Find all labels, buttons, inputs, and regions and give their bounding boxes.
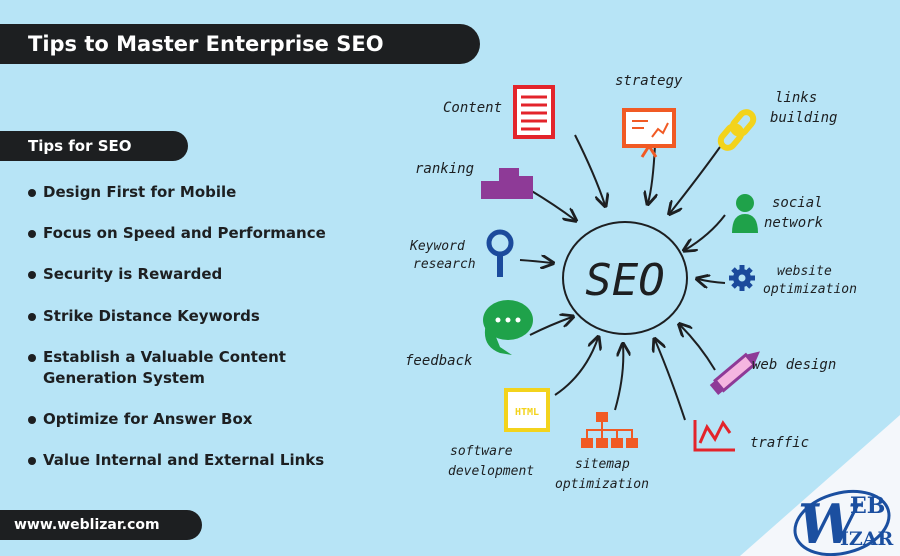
gear-icon [729,265,755,291]
label-keyword: Keyword research [409,239,476,272]
tip-text: Focus on Speed and Performance [43,224,326,242]
tips-header: Tips for SEO [0,131,188,161]
arrow-ranking [529,189,575,220]
page-title: Tips to Master Enterprise SEO [0,24,480,64]
label-feedback: feedback [405,353,473,369]
arrow-content [574,134,605,205]
arrow-sitemap [614,345,623,411]
label-ranking: ranking [415,161,474,177]
seo-circle [562,221,688,335]
person-icon [732,194,758,233]
tip-item: Value Internal and External Links [28,450,358,471]
logo-letter: W [798,492,864,556]
tip-text: Design First for Mobile [43,183,237,201]
tip-text: Strike Distance Keywords [43,307,260,325]
tip-text: Establish a Valuable Content [43,348,286,366]
logo-bottom-text: IZAR [840,528,893,550]
html-document-icon: HTML [504,388,550,432]
presentation-board-icon [622,108,676,158]
weblizar-logo: W EB IZAR [740,415,900,556]
traffic-chart-icon [693,420,735,452]
arrow-traffic [655,340,686,421]
tip-text: Value Internal and External Links [43,451,325,469]
label-content: Content [443,100,502,116]
podium-icon [481,168,533,199]
label-web-design: web design [752,357,836,373]
arrow-software [554,338,598,396]
seo-center-label: SEO [585,255,664,306]
arrow-links [670,146,721,213]
arrow-strategy [648,144,655,203]
label-sitemap: sitemap optimization [555,457,649,492]
label-strategy: strategy [615,73,683,89]
diagram-arrows [519,134,726,421]
arrow-webdesign [680,325,716,371]
arrow-keyword [519,260,552,263]
logo-top-text: EB [850,493,885,519]
logo-corner-background [740,415,900,556]
pencil-icon [709,351,760,395]
magnifier-icon [486,229,514,277]
label-social: social network [764,195,831,231]
chain-link-icon [717,109,757,151]
seo-diagram: SEO Content strategy links building rank… [405,73,857,492]
label-links: links building [770,90,837,126]
arrow-website [698,279,726,283]
website-url: www.weblizar.com [0,510,202,540]
tip-text: Generation System [43,369,205,387]
logo-swoosh [793,489,891,556]
tip-text: Security is Rewarded [43,265,223,283]
arrow-social [685,214,726,250]
tip-text: Optimize for Answer Box [43,410,253,428]
tip-item: Optimize for Answer Box [28,409,358,430]
label-website-optimization: website optimization [763,264,857,297]
arrow-feedback [529,317,572,336]
document-icon [513,85,555,139]
label-software-development: software development [448,444,534,479]
sitemap-icon [581,412,638,448]
tip-item: Design First for Mobile [28,182,358,203]
label-traffic: traffic [750,435,809,451]
tip-item: Focus on Speed and Performance [28,223,358,244]
tip-item: Strike Distance Keywords [28,306,358,327]
svg-text:HTML: HTML [515,407,539,418]
tip-item: Security is Rewarded [28,264,358,285]
chat-bubble-icon [483,300,533,355]
